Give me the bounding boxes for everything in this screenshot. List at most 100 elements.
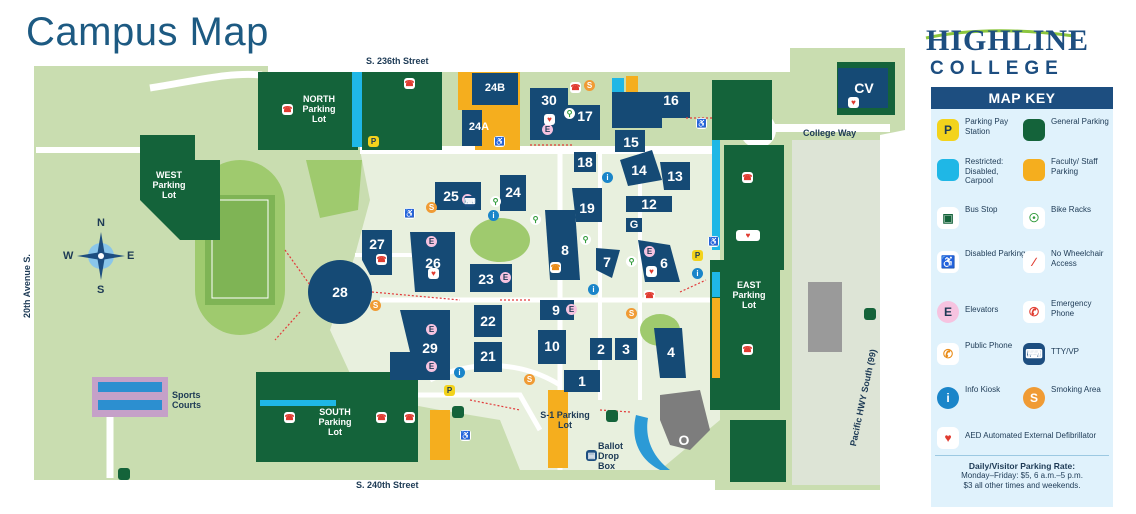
disabled-parking-icon: ♿ bbox=[494, 136, 505, 147]
aed-icon: ♥ bbox=[646, 266, 657, 277]
elevator-icon: E bbox=[426, 324, 437, 335]
building-label-12[interactable]: 12 bbox=[641, 196, 657, 212]
building-label-18[interactable]: 18 bbox=[577, 154, 593, 170]
parking-pay-icon: P bbox=[937, 119, 959, 141]
building-label-23[interactable]: 23 bbox=[478, 271, 494, 287]
building-label-24a[interactable]: 24A bbox=[468, 121, 490, 133]
elevator-icon: E bbox=[566, 304, 577, 315]
key-item-bike-racks: ☉ Bike Racks bbox=[1023, 203, 1113, 239]
smoking-area-icon: S bbox=[426, 202, 437, 213]
building-label-19[interactable]: 19 bbox=[579, 200, 595, 216]
building-label-24b[interactable]: 24B bbox=[484, 82, 506, 94]
building-label-6[interactable]: 6 bbox=[660, 255, 668, 271]
elevator-icon: E bbox=[426, 236, 437, 247]
smoking-area-icon: S bbox=[584, 80, 595, 91]
building-label-10[interactable]: 10 bbox=[544, 338, 560, 354]
building-label-17[interactable]: 17 bbox=[577, 108, 593, 124]
bike-rack-icon: ⚲ bbox=[490, 196, 501, 207]
smoking-area-icon: S bbox=[524, 374, 535, 385]
building-label-27[interactable]: 27 bbox=[369, 236, 385, 252]
building-label-16[interactable]: 16 bbox=[663, 92, 679, 108]
building-28 bbox=[308, 260, 372, 324]
building-label-cv[interactable]: CV bbox=[854, 80, 874, 96]
building-o bbox=[660, 390, 710, 450]
aed-icon: ♥ bbox=[937, 427, 959, 449]
public-phone-icon: ☎ bbox=[550, 262, 561, 273]
key-item-general-parking: General Parking bbox=[1023, 115, 1113, 151]
key-item-public-phone: ✆ Public Phone bbox=[937, 339, 1027, 375]
key-item-restricted: Restricted: Disabled, Carpool bbox=[937, 155, 1027, 191]
parking-rate-title: Daily/Visitor Parking Rate: bbox=[968, 461, 1076, 471]
key-item-elevators: E Elevators bbox=[937, 297, 1027, 333]
building-label-25[interactable]: 25 bbox=[443, 188, 459, 204]
building-label-2[interactable]: 2 bbox=[597, 341, 605, 357]
building-label-22[interactable]: 22 bbox=[480, 313, 496, 329]
info-kiosk-icon: i bbox=[937, 387, 959, 409]
building-label-29[interactable]: 29 bbox=[422, 340, 438, 356]
parking-pay-icon: P bbox=[444, 385, 455, 396]
parking-pay-icon: P bbox=[692, 250, 703, 261]
building-label-26[interactable]: 26 bbox=[425, 255, 441, 271]
disabled-parking-icon: ♿ bbox=[937, 251, 959, 273]
building-label-30[interactable]: 30 bbox=[541, 92, 557, 108]
building-label-o[interactable]: O bbox=[678, 432, 690, 448]
key-item-emergency-phone: ✆ Emergency Phone bbox=[1023, 297, 1113, 333]
bike-rack-icon: ⚲ bbox=[564, 108, 575, 119]
key-item-disabled-parking: ♿ Disabled Parking bbox=[937, 247, 1027, 283]
building-label-8[interactable]: 8 bbox=[561, 242, 569, 258]
tty-icon: ⌨ bbox=[464, 196, 476, 207]
bike-rack-icon: ☉ bbox=[1023, 207, 1045, 229]
building-label-28[interactable]: 28 bbox=[332, 284, 348, 300]
key-item-parking-pay: P Parking Pay Station bbox=[937, 115, 1027, 151]
emergency-phone-icon: ☎ bbox=[376, 254, 387, 265]
label-west-lot: WEST Parking Lot bbox=[152, 170, 186, 200]
general-parking-icon bbox=[1023, 119, 1045, 141]
emergency-phone-icon: ☎ bbox=[404, 412, 415, 423]
info-kiosk-icon: i bbox=[588, 284, 599, 295]
building-label-g[interactable]: G bbox=[629, 219, 639, 231]
street-north: S. 236th Street bbox=[366, 56, 429, 66]
info-kiosk-icon: i bbox=[488, 210, 499, 221]
tty-icon: ⌨ bbox=[1023, 343, 1045, 365]
info-kiosk-icon: i bbox=[454, 367, 465, 378]
label-s1-lot: S-1 Parking Lot bbox=[540, 410, 590, 430]
key-divider bbox=[935, 455, 1109, 456]
compass-n: N bbox=[97, 217, 105, 229]
building-label-21[interactable]: 21 bbox=[480, 348, 496, 364]
building-label-14[interactable]: 14 bbox=[631, 162, 647, 178]
elevator-icon: E bbox=[644, 246, 655, 257]
elevator-icon: E bbox=[426, 361, 437, 372]
west-parking-lot bbox=[140, 135, 220, 240]
building-label-15[interactable]: 15 bbox=[623, 134, 639, 150]
logo-line2: COLLEGE bbox=[930, 58, 1064, 79]
emergency-phone-icon: ☎ bbox=[282, 104, 293, 115]
bus-stop-icon bbox=[118, 308, 876, 480]
parking-pay-icon: P bbox=[368, 136, 379, 147]
aed-icon: ♥ bbox=[544, 114, 555, 125]
map-key: MAP KEY P Parking Pay Station General Pa… bbox=[931, 87, 1113, 507]
south-parking-lot bbox=[256, 372, 418, 462]
smoking-area-icon: S bbox=[370, 300, 381, 311]
bike-rack-icon: ⚲ bbox=[530, 214, 541, 225]
key-item-smoking-area: S Smoking Area bbox=[1023, 383, 1113, 419]
no-wheelchair-icon: ∕ bbox=[1023, 251, 1045, 273]
compass-icon bbox=[77, 232, 125, 280]
building-label-1[interactable]: 1 bbox=[578, 373, 586, 389]
emergency-phone-icon: ✆ bbox=[1023, 301, 1045, 323]
building-label-7[interactable]: 7 bbox=[603, 254, 611, 270]
building-label-24[interactable]: 24 bbox=[505, 184, 521, 200]
emergency-phone-icon: ☎ bbox=[404, 78, 415, 89]
key-item-tty: ⌨ TTY/VP bbox=[1023, 339, 1113, 375]
building-label-4[interactable]: 4 bbox=[667, 344, 675, 360]
disabled-parking-icon: ♿ bbox=[460, 430, 471, 441]
logo-line1: HIGHLINE bbox=[926, 24, 1090, 57]
elevator-icon: E bbox=[542, 124, 553, 135]
info-kiosk-icon: i bbox=[692, 268, 703, 279]
building-label-3[interactable]: 3 bbox=[622, 341, 630, 357]
disabled-parking-icon: ♿ bbox=[708, 236, 719, 247]
building-label-13[interactable]: 13 bbox=[667, 168, 683, 184]
parking-rate-other: $3 all other times and weekends. bbox=[963, 481, 1081, 490]
parking-rate-weekday: Monday–Friday: $5, 6 a.m.–5 p.m. bbox=[961, 471, 1083, 480]
building-label-9[interactable]: 9 bbox=[552, 302, 560, 318]
